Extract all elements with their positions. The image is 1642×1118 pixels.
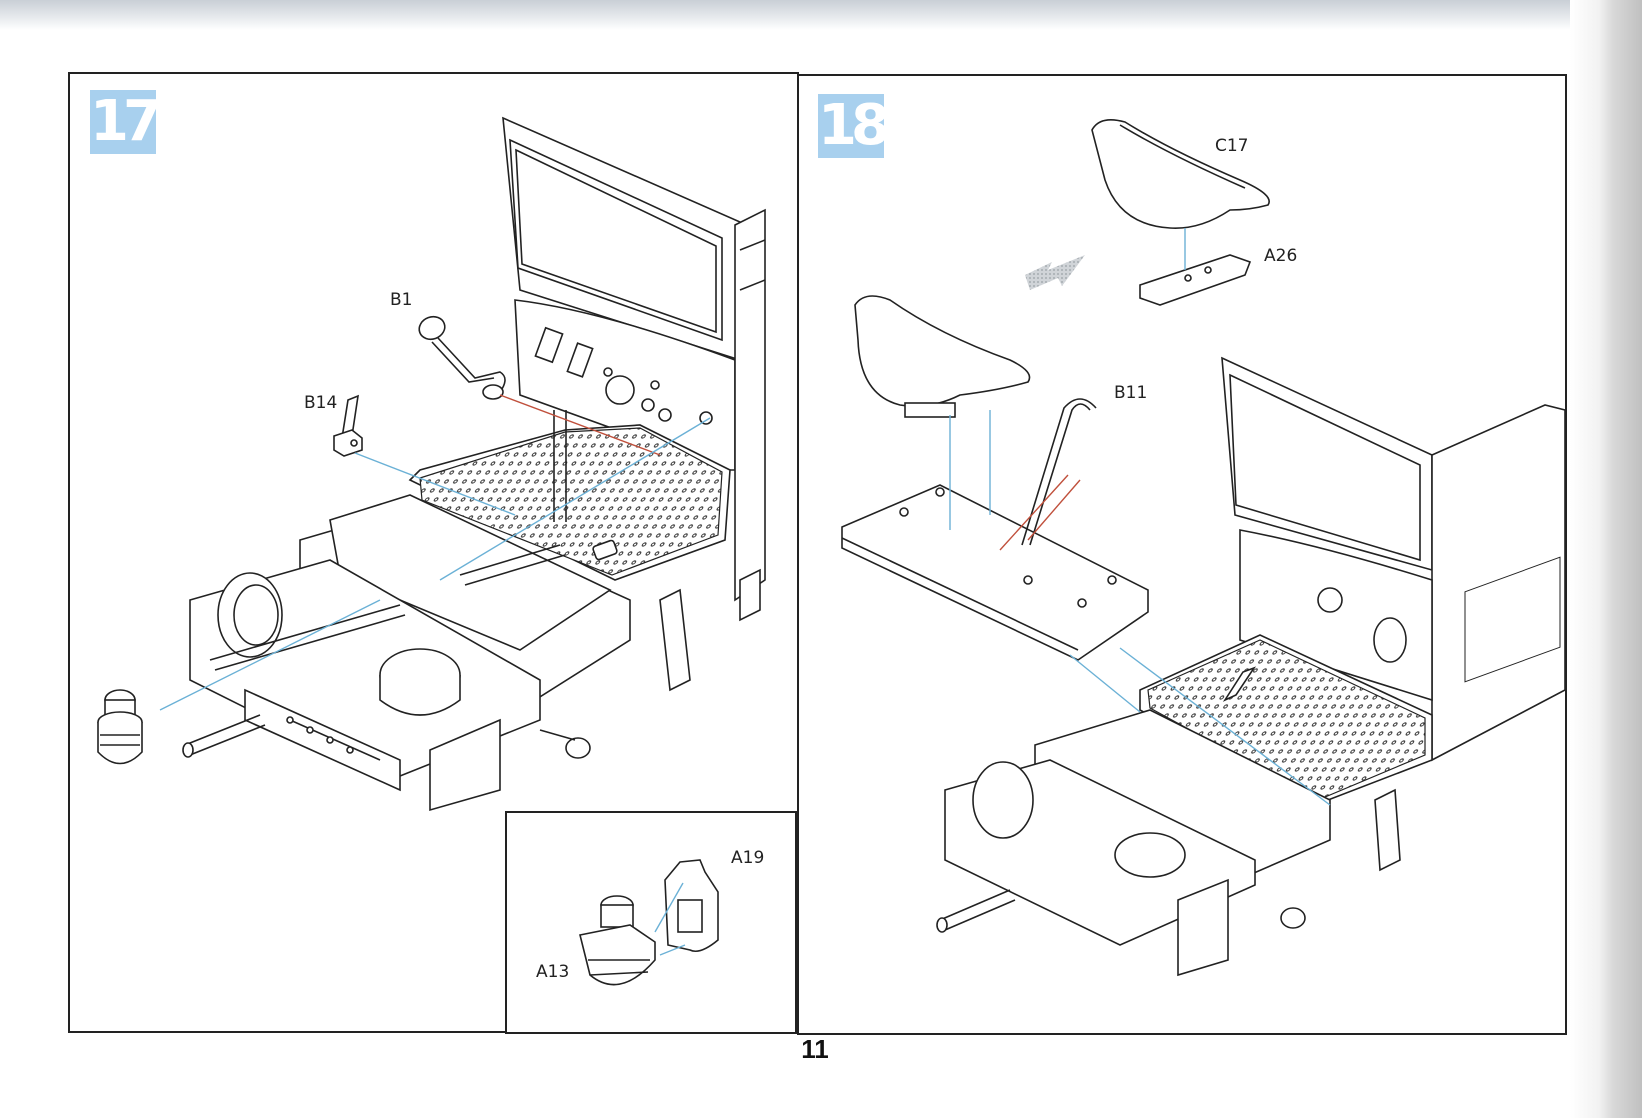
part-label-a13: A13 <box>536 962 570 982</box>
part-label-a19: A19 <box>731 848 765 868</box>
part-label-b14: B14 <box>304 393 338 413</box>
body-side <box>734 208 766 602</box>
scan-shadow-right <box>1570 0 1642 1118</box>
part-label-b1: B1 <box>390 290 413 310</box>
part-a26-bracket <box>1139 254 1252 306</box>
chassis-18 <box>936 709 1401 977</box>
step-17-drawing <box>97 116 766 812</box>
step-18-panel <box>797 74 1567 1035</box>
guide-line-b1 <box>499 394 661 456</box>
windscreen-frame <box>502 116 741 362</box>
part-a13 <box>579 895 656 986</box>
radiator-grille <box>1464 556 1561 683</box>
part-b1-lever <box>418 315 506 400</box>
part-c17-seat <box>1091 119 1270 229</box>
inset-drawing <box>505 811 797 1034</box>
part-a19 <box>664 859 719 953</box>
guide-line-pin <box>439 417 711 581</box>
dashboard <box>514 299 736 471</box>
guide-line-shock <box>159 599 381 711</box>
chassis <box>182 494 761 812</box>
part-label-a26: A26 <box>1264 246 1298 266</box>
part-label-c17: C17 <box>1215 136 1249 156</box>
part-b11-rod <box>1029 403 1091 546</box>
seat-box <box>841 484 1149 661</box>
part-a13-a19-assembled <box>97 689 143 765</box>
page-number: 11 <box>801 1034 829 1064</box>
step-18-drawing <box>841 119 1566 977</box>
part-seat-assembled <box>854 295 1031 418</box>
step-number-badge: 18 <box>818 93 890 158</box>
arrow-down-left-icon <box>1025 255 1085 290</box>
scan-shadow-top <box>0 0 1642 30</box>
guide-line-b14 <box>354 452 516 516</box>
part-b14-lever <box>333 394 363 457</box>
engine-hood <box>1431 404 1566 762</box>
step-number-badge: 17 <box>90 89 162 154</box>
part-label-b11: B11 <box>1114 383 1148 403</box>
